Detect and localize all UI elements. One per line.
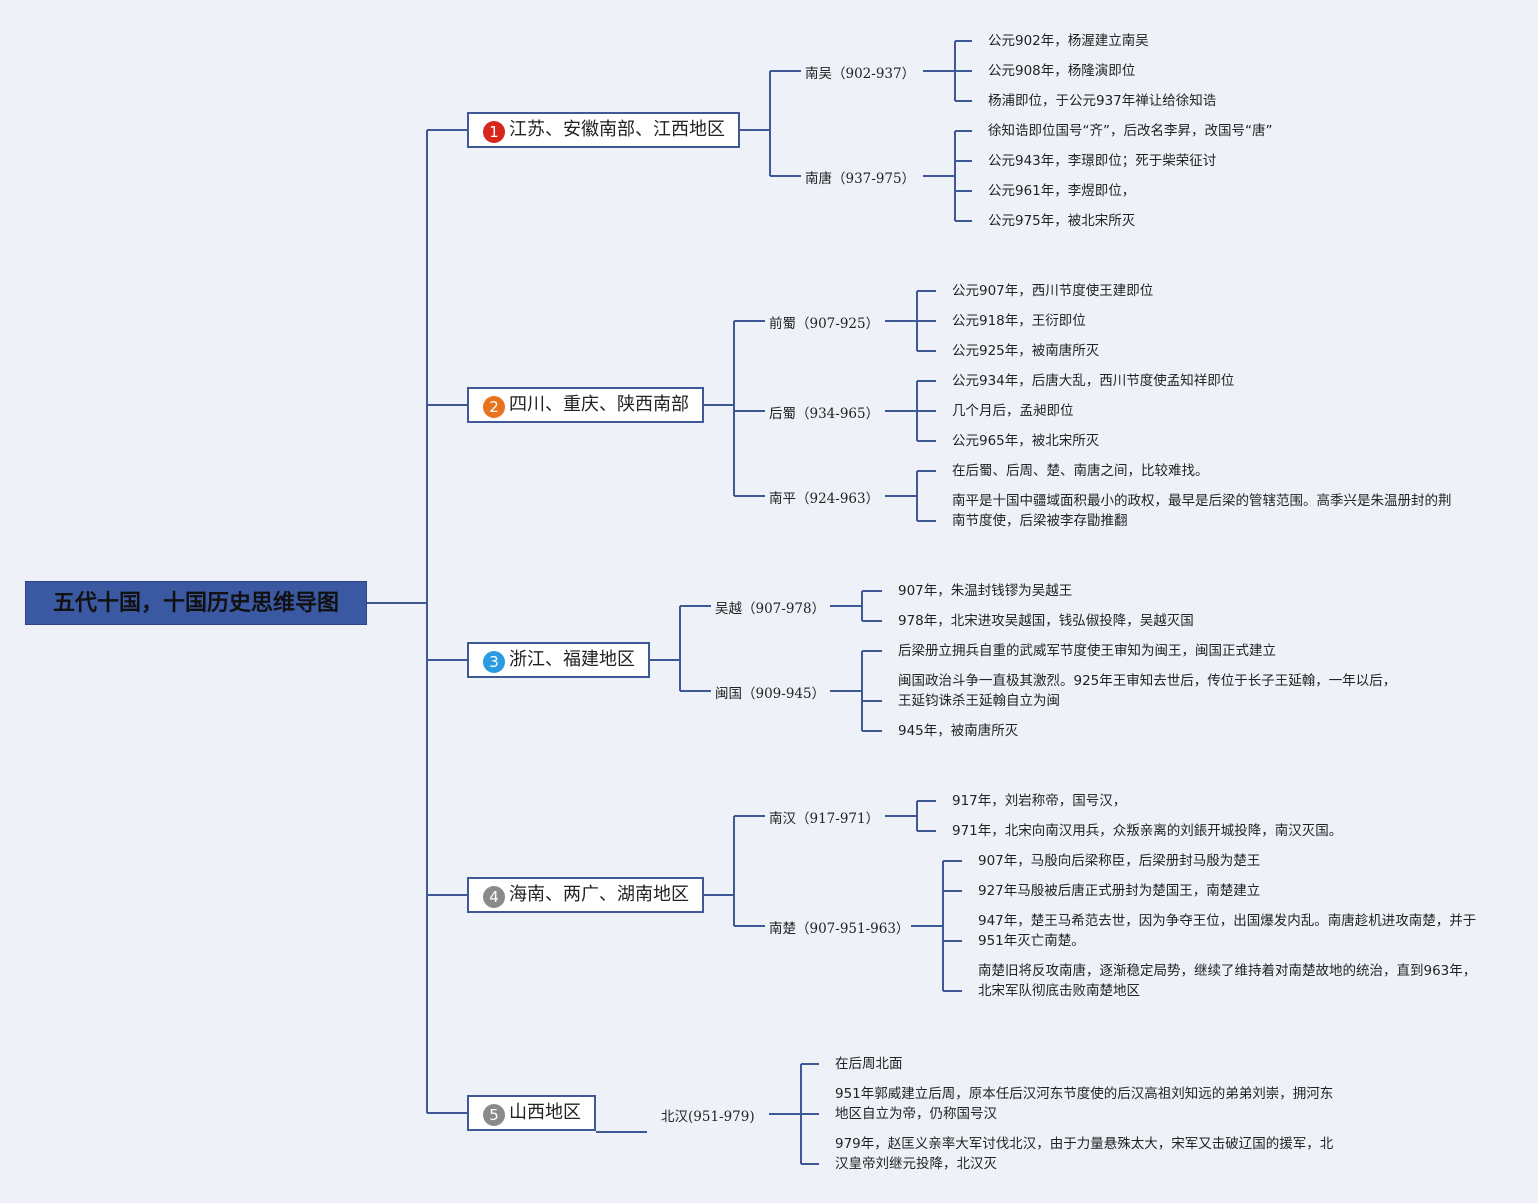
fact-item: 公元943年，李璟即位；死于柴荣征讨 bbox=[988, 153, 1217, 169]
state-years: （924-963） bbox=[796, 491, 880, 507]
region-label: 江苏、安徽南部、江西地区 bbox=[509, 119, 725, 140]
state-node[interactable]: 南唐（937-975） bbox=[805, 167, 915, 187]
state-name: 南平 bbox=[769, 491, 796, 507]
state-years: （934-965） bbox=[796, 406, 880, 422]
number-badge-icon: 2 bbox=[483, 396, 505, 418]
state-years: （937-975） bbox=[832, 171, 916, 187]
fact-item: 公元907年，西川节度使王建即位 bbox=[952, 283, 1154, 299]
state-node[interactable]: 吴越（907-978） bbox=[715, 597, 825, 617]
state-node[interactable]: 闽国（909-945） bbox=[715, 682, 825, 702]
region-label: 海南、两广、湖南地区 bbox=[509, 884, 689, 905]
state-name: 闽国 bbox=[715, 686, 742, 702]
fact-item: 公元902年，杨渥建立南吴 bbox=[988, 33, 1149, 49]
state-name: 吴越 bbox=[715, 601, 742, 617]
number-badge-icon: 4 bbox=[483, 886, 505, 908]
state-node[interactable]: 南平（924-963） bbox=[769, 487, 879, 507]
region-label: 四川、重庆、陕西南部 bbox=[509, 394, 689, 415]
state-years: （907-925） bbox=[796, 316, 880, 332]
fact-item: 在后周北面 bbox=[835, 1056, 903, 1072]
fact-item: 几个月后，孟昶即位 bbox=[952, 403, 1074, 419]
state-node[interactable]: 南汉（917-971） bbox=[769, 807, 879, 827]
number-badge-icon: 5 bbox=[483, 1104, 505, 1126]
fact-item: 公元965年，被北宋所灭 bbox=[952, 433, 1100, 449]
fact-item: 南楚旧将反攻南唐，逐渐稳定局势，继续了维持着对南楚故地的统治，直到963年，北宋… bbox=[978, 963, 1477, 999]
state-node[interactable]: 南吴（902-937） bbox=[805, 62, 915, 82]
state-node[interactable]: 北汉(951-979) bbox=[661, 1105, 755, 1125]
state-name: 后蜀 bbox=[769, 406, 796, 422]
fact-item: 907年，朱温封钱镠为吴越王 bbox=[898, 583, 1073, 599]
fact-item: 公元925年，被南唐所灭 bbox=[952, 343, 1100, 359]
fact-item: 南平是十国中疆域面积最小的政权，最早是后梁的管辖范围。高季兴是朱温册封的荆南节度… bbox=[952, 493, 1452, 529]
state-name: 南汉 bbox=[769, 811, 796, 827]
fact-item: 后梁册立拥兵自重的武威军节度使王审知为闽王，闽国正式建立 bbox=[898, 643, 1276, 659]
state-node[interactable]: 前蜀（907-925） bbox=[769, 312, 879, 332]
region-label: 山西地区 bbox=[509, 1102, 581, 1123]
state-years: （907-978） bbox=[742, 601, 826, 617]
fact-item: 945年，被南唐所灭 bbox=[898, 723, 1019, 739]
fact-item: 在后蜀、后周、楚、南唐之间，比较难找。 bbox=[952, 463, 1209, 479]
fact-item: 947年，楚王马希范去世，因为争夺王位，出国爆发内乱。南唐趁机进攻南楚，并于95… bbox=[978, 913, 1477, 949]
fact-item: 927年马殷被后唐正式册封为楚国王，南楚建立 bbox=[978, 883, 1261, 899]
state-name: 南唐 bbox=[805, 171, 832, 187]
number-badge-icon: 3 bbox=[483, 651, 505, 673]
fact-item: 公元961年，李煜即位， bbox=[988, 183, 1136, 199]
state-years: （902-937） bbox=[832, 66, 916, 82]
number-badge-icon: 1 bbox=[483, 121, 505, 143]
state-years: （909-945） bbox=[742, 686, 826, 702]
state-years: （917-971） bbox=[796, 811, 880, 827]
fact-item: 公元934年，后唐大乱，西川节度使孟知祥即位 bbox=[952, 373, 1235, 389]
fact-item: 951年郭威建立后周，原本任后汉河东节度使的后汉高祖刘知远的弟弟刘崇，拥河东地区… bbox=[835, 1086, 1334, 1122]
region-label: 浙江、福建地区 bbox=[509, 649, 635, 670]
fact-item: 907年，马殷向后梁称臣，后梁册封马殷为楚王 bbox=[978, 853, 1261, 869]
fact-item: 公元908年，杨隆演即位 bbox=[988, 63, 1136, 79]
fact-item: 闽国政治斗争一直极其激烈。925年王审知去世后，传位于长子王延翰，一年以后，王延… bbox=[898, 673, 1397, 709]
fact-item: 公元975年，被北宋所灭 bbox=[988, 213, 1136, 229]
fact-item: 979年，赵匡义亲率大军讨伐北汉，由于力量悬殊太大，宋军又击破辽国的援军，北汉皇… bbox=[835, 1136, 1334, 1172]
fact-item: 徐知诰即位国号“齐”，后改名李昇，改国号“唐” bbox=[988, 123, 1273, 139]
state-node[interactable]: 南楚（907-951-963） bbox=[769, 917, 909, 937]
fact-item: 971年，北宋向南汉用兵，众叛亲离的刘鋹开城投降，南汉灭国。 bbox=[952, 823, 1343, 839]
state-name: 前蜀 bbox=[769, 316, 796, 332]
fact-item: 杨浦即位，于公元937年禅让给徐知诰 bbox=[988, 93, 1217, 109]
state-name: 南楚 bbox=[769, 921, 796, 937]
root-title: 五代十国，十国历史思维导图 bbox=[25, 581, 367, 625]
fact-item: 978年，北宋进攻吴越国，钱弘俶投降，吴越灭国 bbox=[898, 613, 1194, 629]
state-name: 南吴 bbox=[805, 66, 832, 82]
state-node[interactable]: 后蜀（934-965） bbox=[769, 402, 879, 422]
state-years: (951-979) bbox=[688, 1109, 755, 1125]
state-name: 北汉 bbox=[661, 1109, 688, 1125]
state-years: （907-951-963） bbox=[796, 921, 910, 937]
fact-item: 公元918年，王衍即位 bbox=[952, 313, 1086, 329]
fact-item: 917年，刘岩称帝，国号汉， bbox=[952, 793, 1127, 809]
